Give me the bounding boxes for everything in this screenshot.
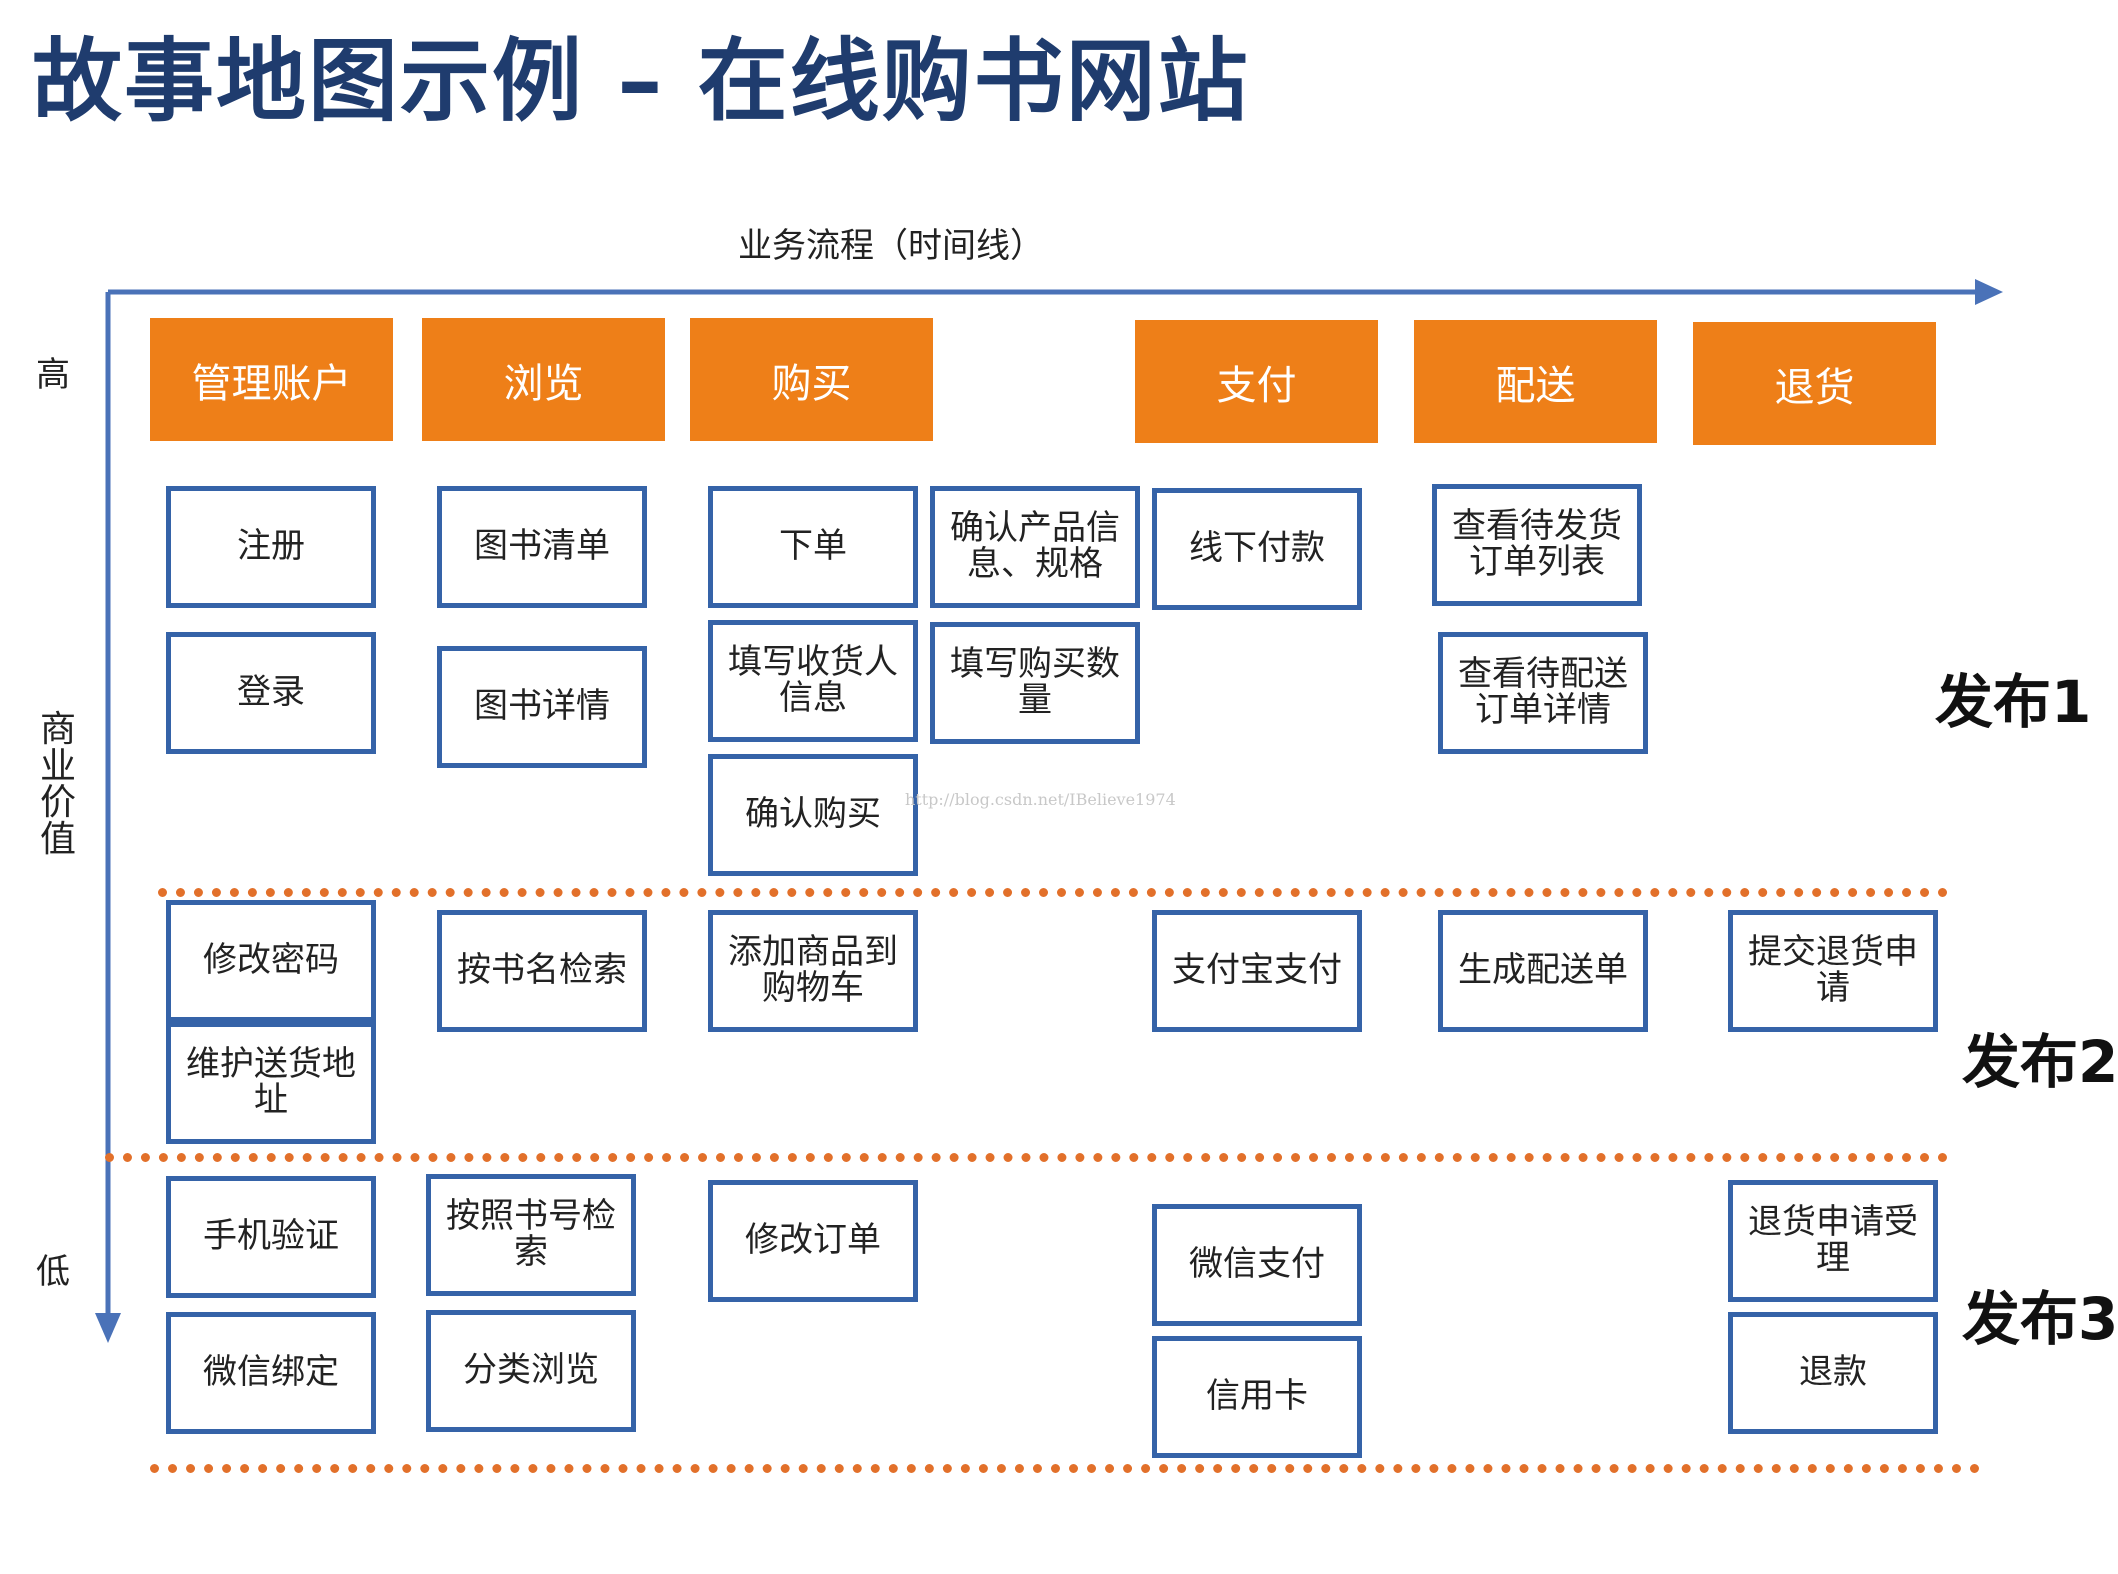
release-label-1: 发布1 [1935,668,2092,736]
page-title: 故事地图示例 – 在线购书网站 [32,29,1250,134]
activity-delivery: 配送 [1414,320,1657,443]
y-axis-label: 商业价值 [39,709,76,861]
x-axis-arrow-icon [1975,279,2003,305]
story-card: 图书详情 [437,646,647,768]
release-label-2: 发布2 [1962,1028,2118,1096]
story-card: 查看待发货订单列表 [1432,484,1642,606]
release-divider-1 [158,888,1948,897]
story-card: 手机验证 [166,1176,376,1298]
story-card: 修改密码 [166,900,376,1022]
y-axis-high-label: 高 [36,355,70,395]
release-divider-3 [150,1464,1980,1473]
story-card: 填写购买数量 [930,622,1140,744]
watermark-text: http://blog.csdn.net/IBelieve1974 [905,790,1176,809]
story-card: 微信支付 [1152,1204,1362,1326]
story-card: 确认购买 [708,754,918,876]
story-card: 支付宝支付 [1152,910,1362,1032]
story-card: 提交退货申请 [1728,910,1938,1032]
y-axis-low-label: 低 [36,1252,70,1292]
story-card: 维护送货地址 [166,1022,376,1144]
story-card: 添加商品到购物车 [708,910,918,1032]
story-card: 微信绑定 [166,1312,376,1434]
story-card: 查看待配送订单详情 [1438,632,1648,754]
story-card: 图书清单 [437,486,647,608]
story-card: 注册 [166,486,376,608]
story-card: 登录 [166,632,376,754]
activity-pay: 支付 [1135,320,1378,443]
story-card: 退货申请受理 [1728,1180,1938,1302]
story-card: 按照书号检索 [426,1174,636,1296]
story-card: 线下付款 [1152,488,1362,610]
story-card: 分类浏览 [426,1310,636,1432]
story-card: 修改订单 [708,1180,918,1302]
x-axis-label: 业务流程（时间线） [738,226,1044,266]
story-card: 确认产品信息、规格 [930,486,1140,608]
story-card: 按书名检索 [437,910,647,1032]
story-card: 信用卡 [1152,1336,1362,1458]
story-card: 下单 [708,486,918,608]
release-label-3: 发布3 [1962,1285,2118,1353]
story-card: 生成配送单 [1438,910,1648,1032]
activity-manage-account: 管理账户 [150,318,393,441]
activity-purchase: 购买 [690,318,933,441]
activity-browse: 浏览 [422,318,665,441]
y-axis-arrow-icon [95,1313,121,1343]
story-card: 退款 [1728,1312,1938,1434]
release-divider-2 [105,1153,1948,1162]
story-card: 填写收货人信息 [708,620,918,742]
activity-return: 退货 [1693,322,1936,445]
